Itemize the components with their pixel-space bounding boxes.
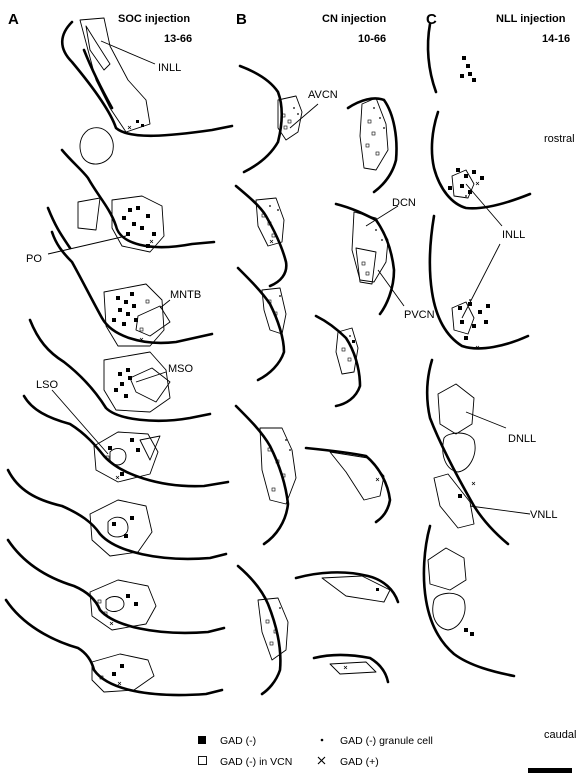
section-a1-outline xyxy=(62,22,232,136)
section-a1-outline-inner xyxy=(84,50,112,108)
label-mntb: MNTB xyxy=(170,289,201,301)
legend-gad-neg-granule: GAD (-) granule cell xyxy=(340,735,433,747)
section-a8-outline xyxy=(6,600,222,695)
label-pvcn: PVCN xyxy=(404,309,435,321)
legend: GAD (-) GAD (-) in VCN GAD (-) granule c… xyxy=(198,735,433,768)
panel-c-sections xyxy=(424,24,530,676)
scale-bar xyxy=(528,768,572,773)
section-a3-outline xyxy=(52,232,212,343)
section-b8-outline xyxy=(306,448,390,522)
label-caudal: caudal xyxy=(544,729,576,741)
panel-b-letter: B xyxy=(236,11,247,28)
legend-gad-pos-symbol xyxy=(318,757,325,764)
legend-gad-neg-symbol xyxy=(198,736,206,744)
section-a2-nucleus xyxy=(80,128,113,164)
panel-c-case: 14-16 xyxy=(542,33,570,45)
label-lso: LSO xyxy=(36,379,58,391)
panel-a-letter: A xyxy=(8,11,19,28)
label-mso: MSO xyxy=(168,363,194,375)
label-dcn: DCN xyxy=(392,197,416,209)
inll-a-outline xyxy=(80,18,150,132)
section-b4-outline xyxy=(336,204,394,314)
section-c4-outline xyxy=(427,360,508,544)
label-po: PO xyxy=(26,253,42,265)
section-a2-outline xyxy=(62,150,214,247)
panel-c-markers xyxy=(448,56,490,636)
section-b11-outline xyxy=(314,655,388,682)
legend-gad-pos: GAD (+) xyxy=(340,756,379,768)
section-a7-outline xyxy=(8,540,224,633)
section-b5-outline xyxy=(238,268,284,380)
panel-b-markers xyxy=(262,107,385,669)
label-inll-c: INLL xyxy=(502,229,525,241)
legend-gad-neg-vcn: GAD (-) in VCN xyxy=(220,756,292,768)
panel-b-title: CN injection xyxy=(322,13,386,25)
panel-b-sections xyxy=(236,66,398,694)
panel-c-letter: C xyxy=(426,11,437,28)
legend-granule-symbol xyxy=(321,739,324,742)
label-dnll: DNLL xyxy=(508,433,536,445)
section-b2-outline xyxy=(348,98,397,192)
legend-gad-neg-vcn-symbol xyxy=(199,757,207,765)
section-a6-outline xyxy=(8,470,226,559)
section-c2-outline xyxy=(432,112,530,208)
label-avcn: AVCN xyxy=(308,89,338,101)
section-b1-outline xyxy=(240,66,282,172)
section-c1-outline xyxy=(428,24,436,92)
panel-c-title: NLL injection xyxy=(496,13,566,25)
panel-b-case: 10-66 xyxy=(358,33,386,45)
label-vnll: VNLL xyxy=(530,509,558,521)
section-b7-outline xyxy=(236,406,288,544)
panel-a-title: SOC injection xyxy=(118,13,190,25)
label-inll-a: INLL xyxy=(158,62,181,74)
panel-a-case: 13-66 xyxy=(164,33,192,45)
section-c5-outline xyxy=(424,526,514,676)
panel-a-sections xyxy=(6,18,232,695)
section-b3-outline xyxy=(236,186,286,286)
section-a5-outline xyxy=(24,396,228,486)
label-rostral: rostral xyxy=(544,133,575,145)
legend-gad-neg: GAD (-) xyxy=(220,735,256,747)
